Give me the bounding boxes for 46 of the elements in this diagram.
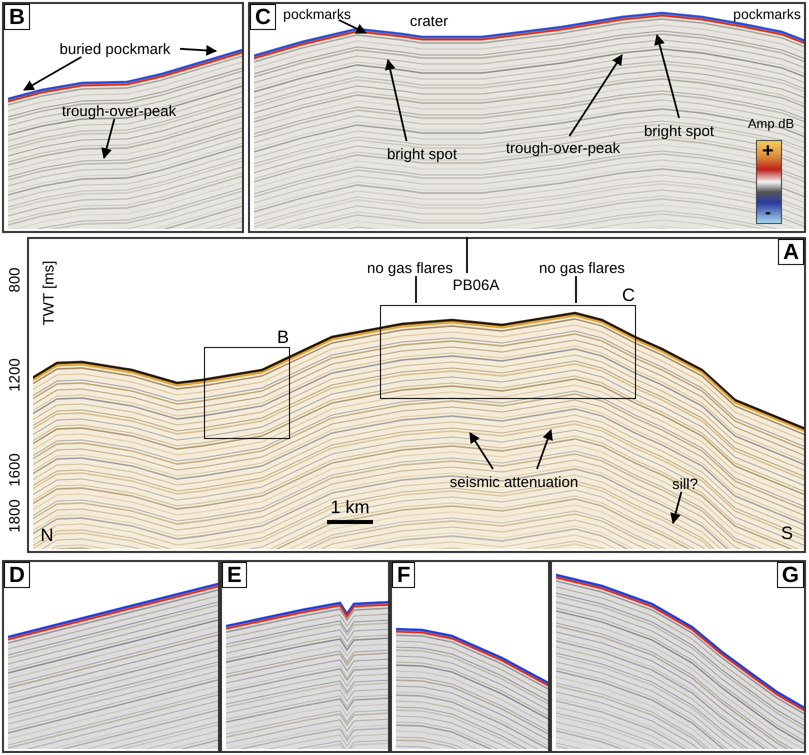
panel-letter: B — [4, 4, 30, 30]
annotation-label: sill? — [665, 474, 705, 494]
annotation-label: seismic attenuation — [428, 471, 600, 493]
axis-label: N — [40, 526, 54, 544]
leader-arrow — [384, 58, 408, 142]
axis-label: 800 — [8, 267, 22, 293]
leader-arrow — [469, 432, 494, 470]
annotation-label: no gas flares — [526, 258, 638, 278]
scale-sign: + — [762, 141, 774, 161]
leader-arrow — [670, 492, 682, 524]
leader-arrow — [568, 54, 623, 136]
annotation-label: buried pockmark — [48, 39, 182, 59]
axis-label: TWT [ms] — [42, 260, 56, 326]
annotation-label: pockmarks — [281, 5, 353, 22]
box-letter: B — [276, 327, 289, 347]
axis-label: 1 km — [330, 498, 370, 516]
leader-arrow — [654, 34, 680, 118]
annotation-label: trough-over-peak — [52, 101, 186, 121]
leader-arrow — [180, 45, 218, 56]
annotation-label: PB06A — [444, 275, 508, 295]
leader-line — [466, 237, 468, 273]
leader-line — [415, 276, 417, 303]
annotation-label: crater — [404, 12, 454, 30]
panel-letter: G — [776, 562, 804, 588]
box-letter: C — [622, 285, 635, 305]
axis-label: S — [781, 524, 793, 542]
panel-letter: E — [222, 562, 247, 588]
annotation-label: bright spot — [631, 120, 727, 142]
panel-letter: F — [392, 562, 416, 588]
axis-label: 1200 — [8, 358, 22, 392]
scale-sign: - — [765, 202, 771, 222]
panel-letter: A — [778, 239, 804, 265]
annotation-label: pockmarks — [730, 5, 804, 22]
axis-label: 1800 — [8, 499, 22, 533]
scale-title: Amp dB — [746, 116, 796, 132]
leader-arrow — [338, 19, 367, 34]
panel-letter: D — [4, 562, 30, 588]
annotation-label: no gas flares — [355, 258, 465, 278]
leader-arrow — [101, 118, 116, 160]
annotation-label: trough-over-peak — [496, 138, 630, 158]
annotation-label: bright spot — [375, 143, 469, 165]
leader-arrow — [23, 56, 82, 91]
panel-letter: C — [250, 4, 276, 30]
leader-line — [575, 276, 577, 303]
leader-arrow — [536, 428, 553, 470]
axis-label: 1600 — [8, 453, 22, 487]
